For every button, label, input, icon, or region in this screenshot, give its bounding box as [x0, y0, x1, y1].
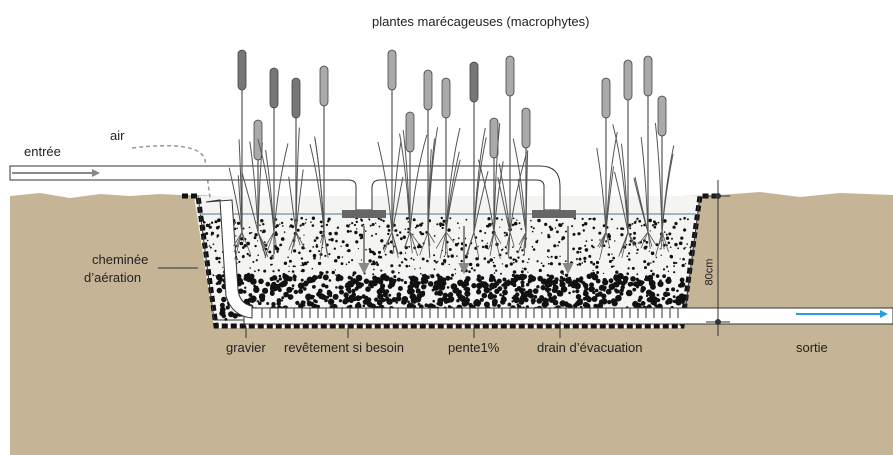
slope-label: pente1%	[448, 340, 499, 355]
gravel-label: gravier	[226, 340, 266, 355]
distribution-plate-icon	[532, 210, 576, 218]
drain-label: drain d’évacuation	[537, 340, 643, 355]
distribution-plate-icon	[342, 210, 386, 218]
air-label: air	[110, 128, 124, 143]
chimney-label-line1: cheminée	[92, 252, 148, 267]
inlet-label: entrée	[24, 144, 61, 159]
depth-label: 80cm	[703, 259, 715, 286]
drain-pipe	[244, 308, 893, 324]
outlet-label: sortie	[796, 340, 828, 355]
chimney-label-line2: d’aération	[84, 270, 141, 285]
diagram-title: plantes marécageuses (macrophytes)	[372, 14, 590, 29]
liner-label: revêtement si besoin	[284, 340, 404, 355]
